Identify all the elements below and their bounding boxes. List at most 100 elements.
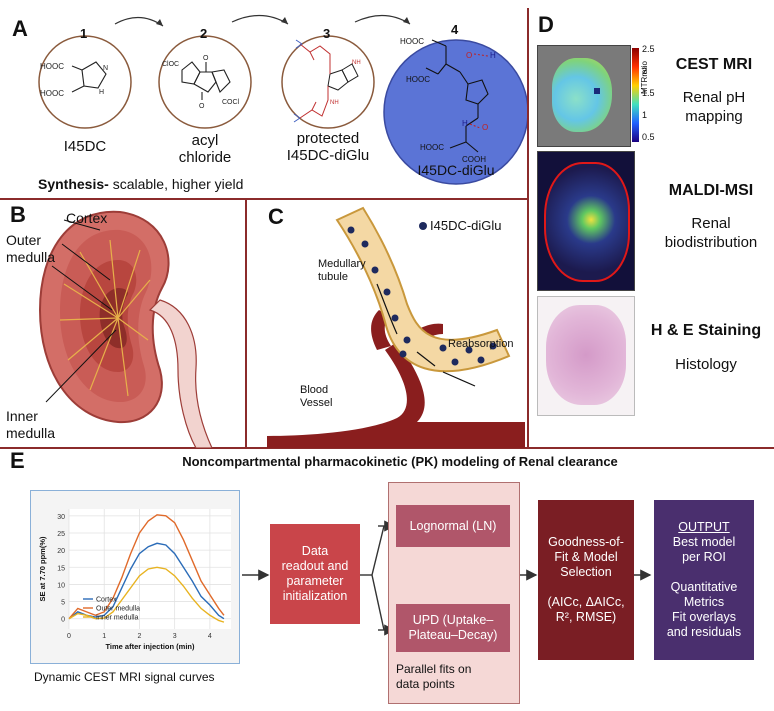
renal-pelvis-ureter xyxy=(148,299,213,448)
compound-4-cooh-bottom-left: HOOC xyxy=(420,143,444,152)
box-lognormal: Lognormal (LN) xyxy=(396,505,510,547)
kidney-illustration xyxy=(38,210,213,448)
compound-1-cooh-bottom: HOOC xyxy=(40,89,64,98)
maldi-msi-image xyxy=(537,151,635,291)
maldi-subtitle: Renal biodistribution xyxy=(650,214,772,252)
label-reabsorption: Reabsorption xyxy=(448,338,514,350)
output-title: OUTPUT xyxy=(678,520,730,534)
panel-letter-e: E xyxy=(10,448,25,473)
vertical-divider-right xyxy=(527,8,529,448)
label-tubule: tubule xyxy=(318,271,348,283)
compound-2-o-bottom: O xyxy=(199,103,205,110)
legend-label-2: Inner medulla xyxy=(96,615,139,622)
compound-3-number: 3 xyxy=(323,26,331,41)
compound-3-nh-top: NH xyxy=(352,60,361,66)
y-axis-label: SE at 7.70 ppm(%) xyxy=(38,536,47,602)
cest-kidney-map xyxy=(552,58,612,132)
cest-mri-image xyxy=(537,45,631,147)
chart-caption: Dynamic CEST MRI signal curves xyxy=(34,670,215,684)
he-subtitle: Histology xyxy=(638,356,774,373)
legend-particle xyxy=(419,222,427,230)
compound-3-name: protected I45DC-diGlu xyxy=(268,130,388,164)
maldi-title: MALDI-MSI xyxy=(668,182,754,199)
gof-line-1: Goodness-of- xyxy=(548,535,624,549)
gof-line-6: R², RMSE) xyxy=(555,610,617,624)
label-vessel: Vessel xyxy=(300,397,333,409)
upd-line-1: UPD (Uptake– xyxy=(412,613,494,627)
legend-label-1: Outer medulla xyxy=(96,606,140,613)
gof-line-5: (AICc, ΔAICc, xyxy=(547,595,625,609)
x-tick-label-0: 0 xyxy=(67,633,71,640)
parallel-caption: Parallel fits on data points xyxy=(396,662,471,692)
label-outer-medulla-word: medulla xyxy=(6,249,56,265)
y-tick-label-1: 5 xyxy=(61,600,65,607)
synthesis-caption: Synthesis- scalable, higher yield xyxy=(38,176,243,192)
data-line-4: initialization xyxy=(282,589,348,603)
x-tick-label-2: 2 xyxy=(137,633,141,640)
compound-1-cooh-top: HOOC xyxy=(40,62,64,71)
data-line-2: readout and xyxy=(281,559,349,573)
compound-2-name-line-1: acyl xyxy=(191,132,219,149)
colorbar-tick-2: 2 xyxy=(642,66,648,76)
data-line-1: Data xyxy=(301,544,329,558)
compound-4-name-line-1: I45DC-diGlu xyxy=(417,162,495,178)
tubule-illustration xyxy=(267,206,525,448)
arrow-3-4 xyxy=(354,14,411,25)
maldi-sub-line-1: Renal xyxy=(691,215,731,232)
label-inner-medulla: Inner medulla xyxy=(6,408,55,442)
compound-4-h-bottom: H xyxy=(462,119,468,128)
compound-4-o-bottom: O xyxy=(482,123,488,132)
compound-4-name: I45DC-diGlu xyxy=(400,162,512,178)
x-axis-label: Time after injection (min) xyxy=(105,642,195,651)
parallel-line-1: Parallel fits on xyxy=(396,662,472,676)
panel-letter-c: C xyxy=(268,204,284,229)
legend-label-0: Cortex xyxy=(96,597,117,604)
compound-1-n: N xyxy=(103,65,108,72)
label-inner: Inner xyxy=(6,408,38,424)
y-tick-label-2: 10 xyxy=(57,582,65,589)
legend-drug-label: I45DC-diGlu xyxy=(430,218,502,233)
output-line-7: and residuals xyxy=(666,625,742,639)
label-leader-lines xyxy=(45,219,117,403)
box-data-readout: Data readout and parameter initializatio… xyxy=(270,524,360,624)
x-tick-label-3: 3 xyxy=(173,633,177,640)
colorbar-tick-5: 0.5 xyxy=(642,132,655,142)
compound-3-structure xyxy=(293,39,359,123)
data-line-3: parameter xyxy=(286,574,344,588)
output-line-5: Metrics xyxy=(683,595,725,609)
compound-1-nh: H xyxy=(99,89,104,96)
compound-4-cooh-top-left: HOOC xyxy=(400,37,424,46)
label-cortex: Cortex xyxy=(66,210,108,226)
output-line-4: Quantitative xyxy=(670,580,738,594)
y-tick-label-5: 25 xyxy=(57,531,65,538)
panel-a-graphic: HOOC HOOC N H ClOC COCl O O NH NH xyxy=(38,14,529,185)
colorbar-label: MTRratio xyxy=(640,61,649,94)
horizontal-divider-e xyxy=(0,447,774,449)
label-outer: Outer xyxy=(6,232,42,248)
compound-4-h-top: H xyxy=(490,51,496,60)
label-medullary-tubule: Medullary tubule xyxy=(318,258,366,284)
arrow-1-2 xyxy=(114,16,164,27)
cest-sub-line-1: Renal pH xyxy=(682,89,746,106)
series-line-0 xyxy=(68,542,225,620)
compound-2-circle xyxy=(158,35,252,129)
split-lines xyxy=(371,525,385,631)
compound-4-cooh-bottom-right: COOH xyxy=(462,155,486,164)
vertical-divider-bc xyxy=(245,200,247,448)
label-outer-medulla: Outer medulla xyxy=(6,232,55,266)
maldi-kidney-outline xyxy=(544,162,630,282)
compound-3-name-line-2: I45DC-diGlu xyxy=(286,147,370,164)
he-sub-line-1: Histology xyxy=(675,356,737,373)
he-tissue xyxy=(546,305,626,405)
cest-colorbar xyxy=(632,48,639,142)
colorbar-tick-4: 1 xyxy=(642,110,648,120)
compound-1-name-line-1: I45DC xyxy=(63,138,107,155)
label-blood: Blood xyxy=(300,384,329,396)
colorbar-tick-1: 2.5 xyxy=(642,44,655,54)
panel-letter-a: A xyxy=(12,16,28,41)
compound-2-structure xyxy=(181,61,231,100)
cest-subtitle: Renal pH mapping xyxy=(656,88,772,126)
series-line-2 xyxy=(68,566,225,623)
